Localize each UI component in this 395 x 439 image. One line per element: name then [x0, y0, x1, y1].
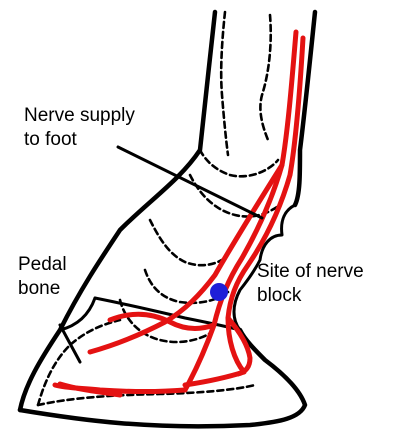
- site-of-nerve-block-label: Site of nerve block: [257, 260, 364, 308]
- pedal-bone-leader-line: [60, 325, 80, 362]
- pedal-bone-label: Pedal bone: [18, 253, 67, 301]
- nerve-block-site-marker: [210, 283, 228, 301]
- nerve-supply-label: Nerve supply to foot: [24, 104, 135, 152]
- nerve-supply-leader-line: [118, 147, 262, 218]
